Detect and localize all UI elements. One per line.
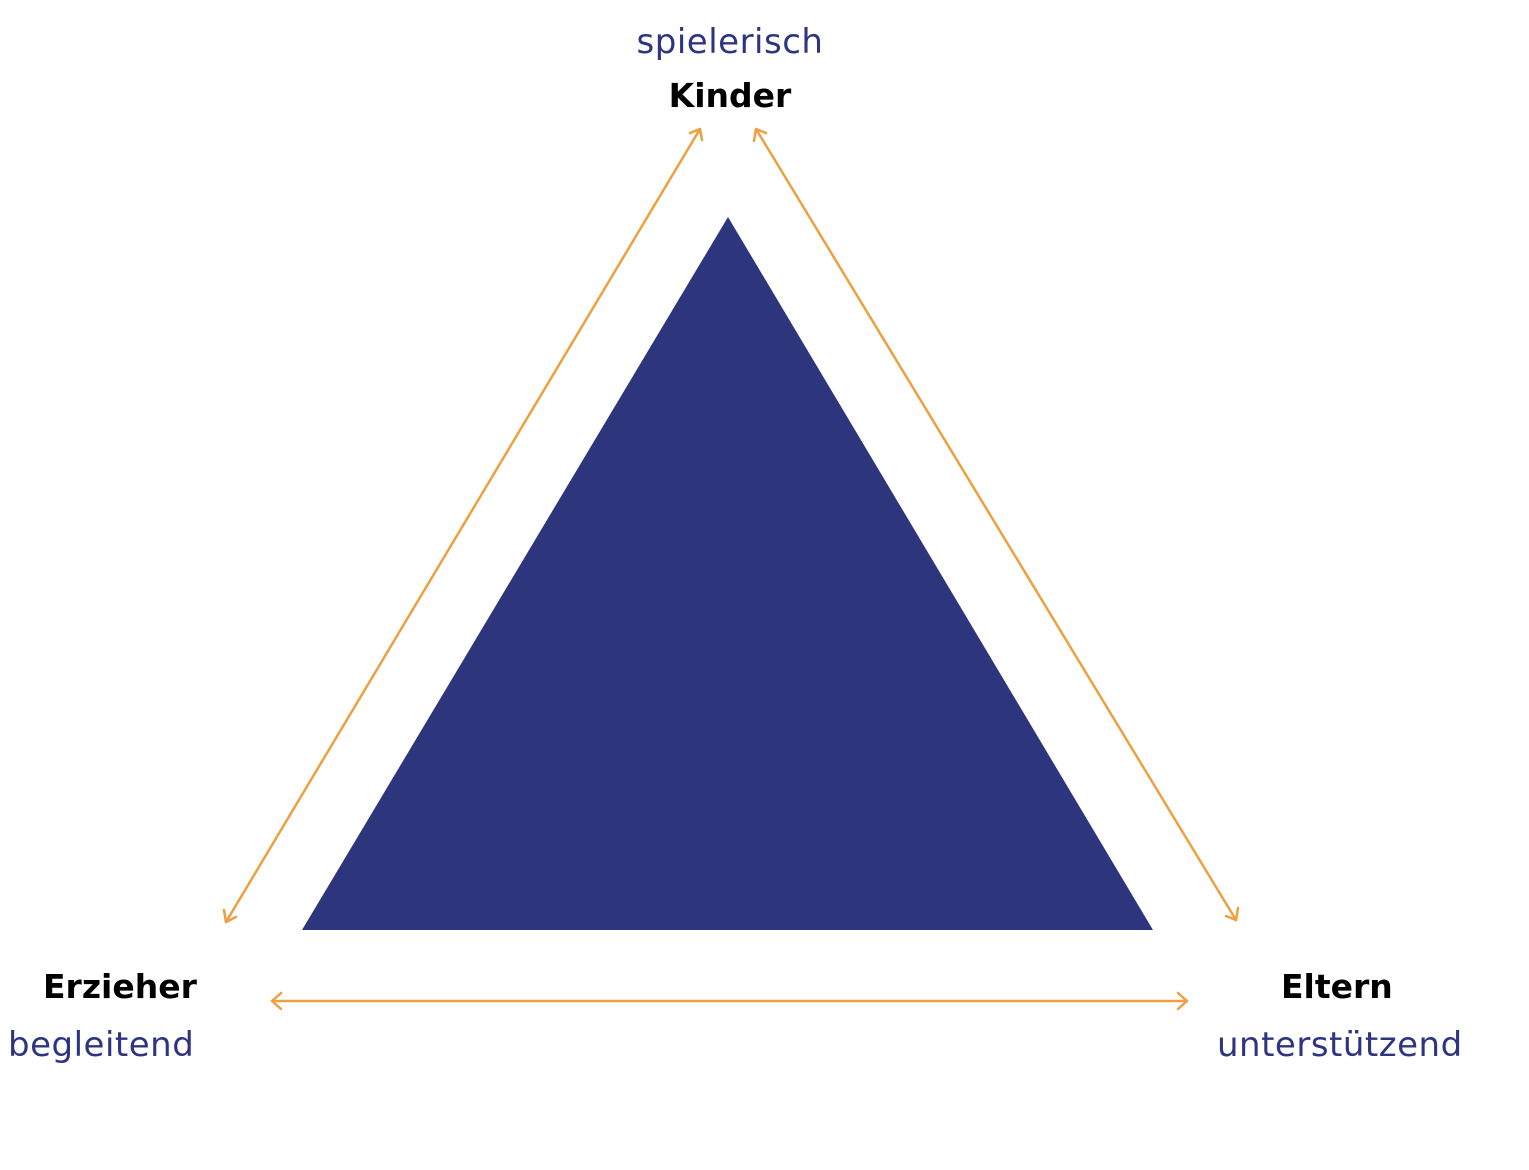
role-erzieher: Erzieher (43, 967, 197, 1006)
arrow-kinder-eltern (752, 127, 1240, 922)
quality-spielerisch: spielerisch (636, 22, 824, 62)
role-kinder: Kinder (668, 76, 792, 115)
arrow-erzieher-eltern (270, 991, 1189, 1011)
role-eltern: Eltern (1281, 967, 1393, 1006)
quality-unterstuetzend: unterstützend (1217, 1025, 1463, 1065)
arrow-kinder-erzieher (222, 127, 704, 924)
center-triangle (302, 217, 1153, 930)
quality-begleitend: begleitend (8, 1025, 195, 1065)
